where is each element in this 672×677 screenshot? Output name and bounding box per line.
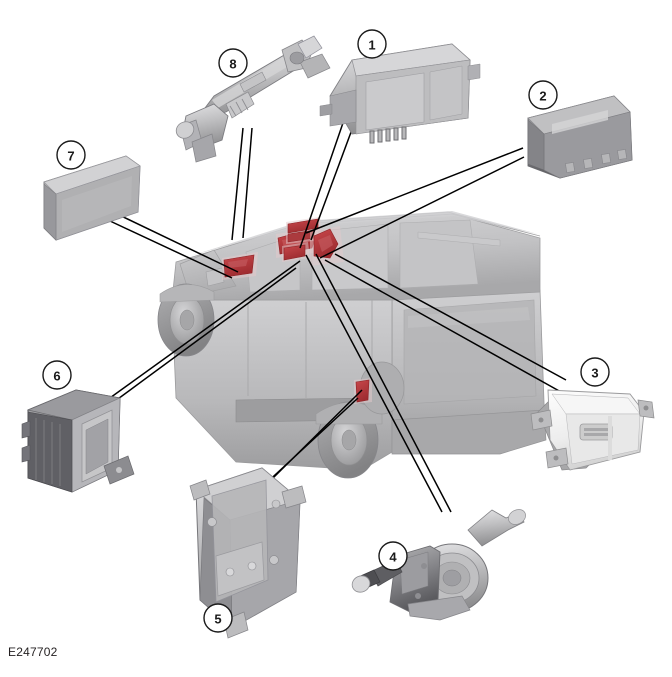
leader-4b <box>305 254 443 513</box>
highlight-column-area <box>310 226 344 266</box>
leader-2a <box>305 147 524 234</box>
leader-3b <box>324 259 562 393</box>
callout-8-label: 8 <box>229 57 236 72</box>
vehicle-roof-rail <box>417 231 501 247</box>
highlight-a-pillar-left <box>222 252 258 280</box>
vehicle-front-arch <box>159 284 215 303</box>
leader-8a <box>231 127 244 241</box>
part-1-module-top-centre <box>319 43 481 144</box>
leader-lines <box>91 115 567 513</box>
part-3-white-module-bracket <box>530 389 655 471</box>
vehicle-window-cargo <box>399 219 479 289</box>
leader-1a <box>310 115 358 241</box>
leader-6a <box>95 260 301 409</box>
leader-8b <box>242 127 253 239</box>
callout-6[interactable]: 6 <box>42 360 72 390</box>
part-7-flat-panel-antenna <box>43 155 141 241</box>
part-4-steering-column-clockspring <box>351 509 526 621</box>
highlight-rear-wheel <box>354 378 372 404</box>
highlight-cluster-area <box>282 242 310 262</box>
callout-6-label: 6 <box>53 369 60 384</box>
callout-7[interactable]: 7 <box>56 140 86 170</box>
callout-1[interactable]: 1 <box>357 29 387 59</box>
callout-1-label: 1 <box>368 38 375 53</box>
callout-3[interactable]: 3 <box>580 357 610 387</box>
callout-4-label: 4 <box>389 550 397 565</box>
callout-2[interactable]: 2 <box>528 80 558 110</box>
leader-7b <box>109 220 233 279</box>
part-6-dark-control-module <box>21 389 135 493</box>
leader-3a <box>334 253 567 381</box>
callout-3-label: 3 <box>591 366 598 381</box>
callout-7-label: 7 <box>67 149 74 164</box>
vehicle-illustration <box>157 211 547 479</box>
figure-id-label: E247702 <box>8 645 58 659</box>
vehicle-roof-plane <box>190 211 538 256</box>
leader-7a <box>114 212 239 273</box>
vehicle-rear-bumper <box>391 409 547 455</box>
callout-5-label: 5 <box>214 612 221 627</box>
leader-4a <box>315 253 452 513</box>
part-2-instrument-cluster <box>527 95 633 179</box>
leader-5b <box>261 397 359 488</box>
callout-4[interactable]: 4 <box>378 541 408 571</box>
callout-8[interactable]: 8 <box>218 48 248 78</box>
part-8-steering-column-rack <box>175 35 331 163</box>
callout-markers: 1 2 3 4 5 6 <box>42 29 610 633</box>
component-location-highlights <box>222 217 372 404</box>
leader-2b <box>319 156 525 259</box>
callout-2-label: 2 <box>539 89 546 104</box>
callout-5[interactable]: 5 <box>203 603 233 633</box>
leader-6b <box>91 267 297 419</box>
leader-1b <box>299 119 345 249</box>
part-5-flat-panel-module <box>189 467 307 639</box>
